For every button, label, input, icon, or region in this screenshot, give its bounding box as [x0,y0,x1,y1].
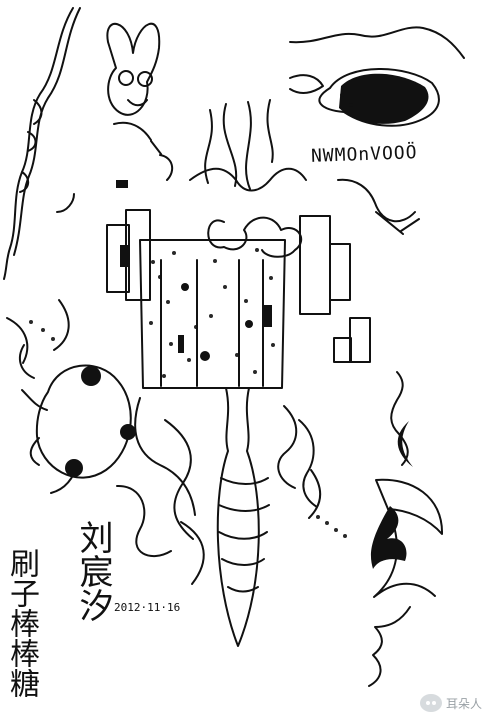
decorative-letters: NWMOnVOOÖ [310,142,418,167]
central-building-drawing [139,239,286,389]
bottle-drawing [318,68,440,127]
artist-name: 刘宸汐 [73,520,113,622]
watermark: 耳朵人 [419,694,482,712]
artwork-title: 刷子棒棒糖 [4,548,39,698]
watermark-label: 耳朵人 [445,696,482,711]
chat-bubble-icon [419,694,442,712]
artwork-date: 2012·11·16 [114,601,181,614]
hanging-pendulum-drawing [216,387,260,647]
rabbit-drawing [106,22,161,116]
left-vine-drawing [3,7,74,280]
